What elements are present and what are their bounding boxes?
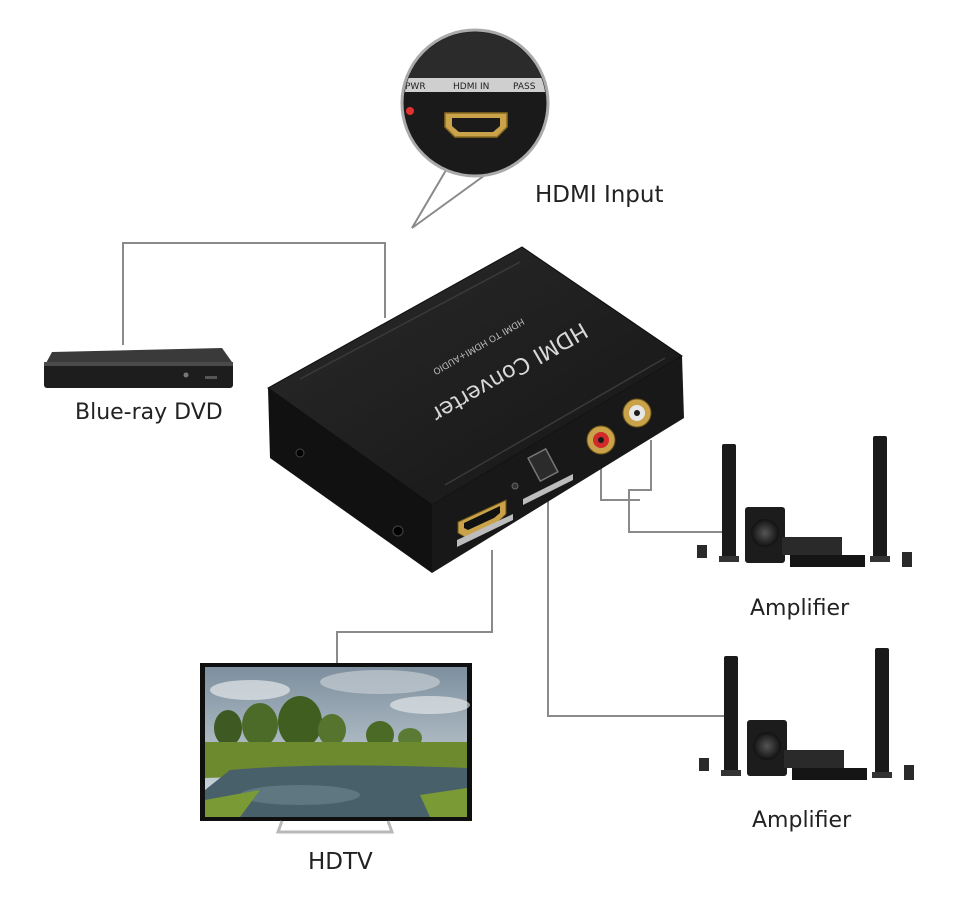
amplifier-system-bottom — [699, 648, 914, 780]
line-rca-red-to-amplifier-top — [600, 460, 640, 501]
hdmi-converter-box: HDMI Converter HDMI TO HDMI+AUDIO — [267, 246, 684, 573]
port-label-hdmi-in: HDMI IN — [453, 82, 489, 92]
label-hdmi-input: HDMI Input — [535, 182, 664, 208]
bluray-player — [44, 348, 233, 388]
line-converter-to-hdtv — [336, 550, 493, 665]
line-optical-to-amplifier-bottom — [547, 500, 725, 717]
label-amplifier-top: Amplifier — [750, 596, 850, 621]
line-rca-white-to-amplifier-top — [628, 440, 725, 533]
disc-tray-button-icon — [183, 372, 189, 378]
status-led-icon — [511, 482, 519, 490]
power-led-icon — [406, 107, 414, 115]
hdtv — [200, 663, 472, 834]
amplifier-system-top — [697, 436, 912, 567]
left-side-port-icon — [295, 448, 305, 458]
label-bluray: Blue-ray DVD — [75, 400, 223, 425]
port-label-pwr: PWR — [405, 82, 426, 92]
optical-port-icon — [527, 447, 559, 483]
subwoofer-icon — [751, 519, 779, 547]
tree-line-icon — [214, 696, 422, 749]
port-label-pass: PASS — [513, 82, 536, 92]
subwoofer-2-icon — [753, 732, 781, 760]
line-bluray-to-converter — [122, 242, 386, 345]
left-side-port-2-icon — [392, 525, 404, 537]
label-amplifier-bottom: Amplifier — [752, 808, 852, 833]
hdmi-input-callout: PWR HDMI IN PASS — [400, 28, 550, 229]
connection-lines — [122, 242, 725, 717]
label-hdtv: HDTV — [308, 849, 373, 875]
